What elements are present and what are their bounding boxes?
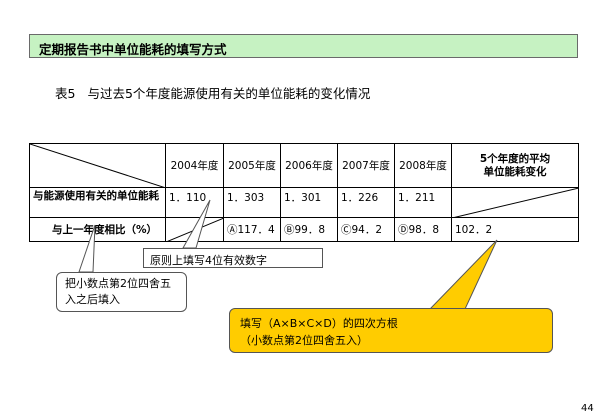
page-number: 44 (581, 403, 594, 414)
table-caption: 表5 与过去5个年度能源使用有关的单位能耗的变化情况 (55, 83, 382, 102)
callout-pointer-significant-digits (182, 199, 211, 249)
table-cell: Ⓐ117．4 (223, 217, 281, 242)
section-title-box: 定期报告书中单位能耗的填写方式 (29, 34, 578, 58)
table-number: 表5 (55, 86, 76, 101)
year-header: 2008年度 (394, 143, 452, 188)
table-cell: Ⓑ99．8 (280, 217, 338, 242)
average-cell-empty (451, 187, 579, 218)
average-header-line: 5个年度的平均 (479, 152, 551, 165)
year-header: 2005年度 (223, 143, 281, 188)
row-label-energy-intensity: 与能源使用有关的单位能耗 (29, 187, 166, 218)
diagonal-line (452, 188, 579, 218)
average-header-line: 单位能耗变化 (483, 165, 547, 178)
energy-intensity-table: 2004年度 2005年度 2006年度 2007年度 2008年度 5个年度的… (29, 143, 579, 242)
table-row: 与能源使用有关的单位能耗 1．110 1．303 1．301 1．226 1．2… (29, 187, 579, 218)
average-change-header: 5个年度的平均 单位能耗变化 (451, 143, 579, 188)
section-title: 定期报告书中单位能耗的填写方式 (39, 42, 227, 57)
callout-geometric-mean-line2: （小数点第2位四舍五入） (240, 334, 368, 347)
callout-significant-digits: 原则上填写4位有效数字 (143, 248, 323, 268)
callout-geometric-mean-line1: 填写（A×B×C×D）的四次方根 (240, 317, 398, 330)
diagonal-header-cell (29, 143, 166, 188)
table-cell-average: 102．2 (451, 217, 579, 242)
row-label-year-over-year: 与上一年度相比（%） (29, 217, 166, 242)
table-header-row: 2004年度 2005年度 2006年度 2007年度 2008年度 5个年度的… (29, 143, 579, 188)
callout-pointer-rounding (78, 224, 96, 273)
callout-pointer-geometric-mean (428, 239, 498, 310)
year-header: 2004年度 (165, 143, 224, 188)
callout-rounding-note: 把小数点第2位四舍五入之后填入 (56, 272, 187, 312)
callout-geometric-mean: 填写（A×B×C×D）的四次方根 （小数点第2位四舍五入） (229, 308, 553, 353)
table-cell: Ⓒ94．2 (337, 217, 395, 242)
table-cell: 1．110 (165, 187, 224, 218)
table-row: 与上一年度相比（%） Ⓐ117．4 Ⓑ99．8 Ⓒ94．2 Ⓓ98．8 102．… (29, 217, 579, 242)
diagonal-line (30, 144, 166, 188)
table-caption-text: 与过去5个年度能源使用有关的单位能耗的变化情况 (87, 86, 371, 101)
year-header: 2006年度 (280, 143, 338, 188)
